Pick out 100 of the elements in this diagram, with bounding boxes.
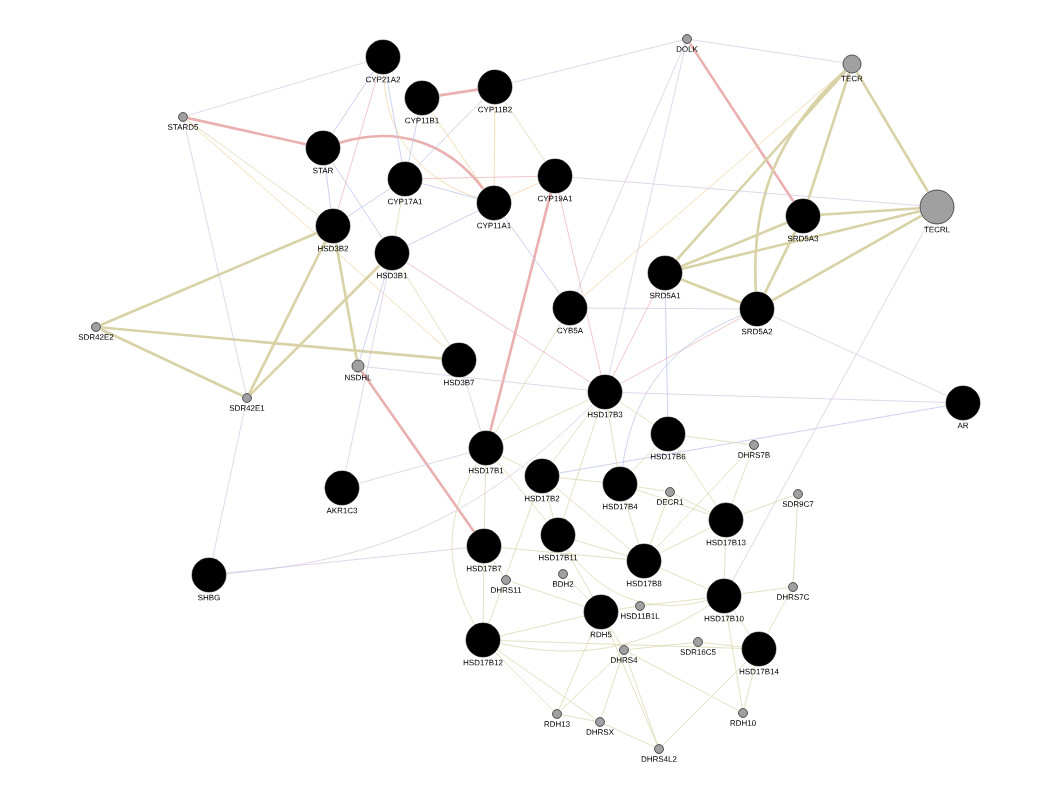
network-edge	[546, 492, 554, 519]
network-edge	[226, 547, 467, 574]
network-edge	[558, 627, 595, 710]
network-edge	[609, 626, 622, 646]
network-edge	[249, 264, 381, 396]
network-edge	[792, 498, 799, 583]
network-edge	[732, 222, 929, 581]
network-edge	[186, 119, 320, 216]
network-edge	[702, 642, 742, 648]
network-edge	[497, 649, 597, 720]
network-edge	[501, 547, 627, 560]
network-edge	[619, 401, 654, 425]
network-edge	[406, 262, 591, 383]
network-edge	[601, 654, 623, 718]
network-edge	[463, 376, 482, 432]
network-edge	[385, 74, 403, 162]
network-edge	[681, 209, 921, 271]
network-edge	[552, 405, 595, 463]
network-edge	[561, 714, 596, 722]
network-edge	[100, 231, 318, 327]
network-edge	[493, 560, 504, 576]
network-edge	[337, 73, 379, 210]
network-edge	[504, 101, 546, 162]
network-edge	[625, 654, 658, 745]
network-edge	[187, 61, 367, 116]
network-edge	[347, 188, 391, 217]
network-edge	[767, 591, 791, 634]
network-edge	[489, 192, 552, 432]
network-edge	[742, 495, 794, 515]
network-edge	[628, 652, 739, 711]
network-edge	[324, 165, 332, 209]
network-edge	[604, 723, 655, 748]
network-edge	[685, 435, 750, 445]
network-edge	[576, 43, 686, 293]
network-edge	[511, 39, 683, 84]
network-edge	[499, 615, 585, 637]
network-edge	[612, 288, 658, 377]
network-edge	[688, 42, 795, 202]
network-edge	[771, 214, 923, 302]
network-edge	[572, 177, 920, 206]
network-edge	[644, 597, 707, 606]
network-edge	[501, 399, 590, 441]
network-edge	[451, 462, 478, 625]
network-edge	[212, 402, 247, 559]
network-edge	[567, 549, 708, 606]
network-edge	[493, 104, 496, 186]
network-edge	[607, 409, 618, 467]
network-edge	[733, 610, 750, 635]
network-edge	[101, 326, 442, 360]
network-edge	[622, 315, 741, 467]
network-edge	[383, 74, 478, 198]
network-edge	[741, 587, 789, 595]
network-edge	[559, 405, 946, 474]
network-edge	[691, 39, 843, 63]
network-edge	[494, 322, 562, 434]
network-edge	[563, 408, 600, 519]
network-edge	[820, 206, 920, 217]
network-edge	[665, 290, 669, 417]
network-edge	[675, 70, 847, 261]
network-edge	[681, 278, 741, 304]
network-edge	[587, 307, 740, 310]
network-edge	[360, 370, 475, 533]
network-edge	[855, 71, 930, 193]
network-edge	[408, 114, 419, 163]
network-edge	[607, 627, 658, 745]
network-edge	[724, 537, 726, 579]
network-edge	[488, 492, 537, 624]
network-edge	[566, 577, 589, 600]
network-edge	[726, 613, 743, 709]
network-edge	[417, 99, 483, 167]
network-edge	[622, 392, 946, 403]
network-edge	[659, 567, 709, 590]
network-edge	[807, 72, 851, 200]
network-edge	[649, 496, 669, 545]
network-edge	[680, 221, 788, 268]
network-edge	[500, 640, 742, 649]
network-edge	[332, 71, 374, 134]
network-edge	[439, 88, 478, 97]
network-edge	[394, 196, 403, 236]
network-edge	[560, 653, 621, 711]
network-edge	[186, 120, 447, 349]
network-edge	[364, 366, 588, 391]
network-edge	[574, 539, 628, 557]
network-edge	[608, 43, 687, 376]
network-edge	[743, 665, 756, 709]
network-edge	[504, 217, 560, 295]
network-edge	[332, 162, 383, 239]
network-edge	[620, 317, 742, 384]
network-edge	[677, 448, 717, 506]
network-edge	[659, 527, 711, 554]
network-edge	[500, 605, 710, 652]
network-edge	[655, 448, 751, 549]
network-edge	[624, 500, 640, 545]
network-edge	[558, 192, 602, 376]
network-edge	[510, 581, 585, 607]
network-edge	[496, 461, 548, 522]
network-edge	[421, 183, 478, 199]
network-edge	[226, 404, 593, 574]
network-edge	[559, 477, 603, 483]
network-edge	[484, 465, 486, 529]
